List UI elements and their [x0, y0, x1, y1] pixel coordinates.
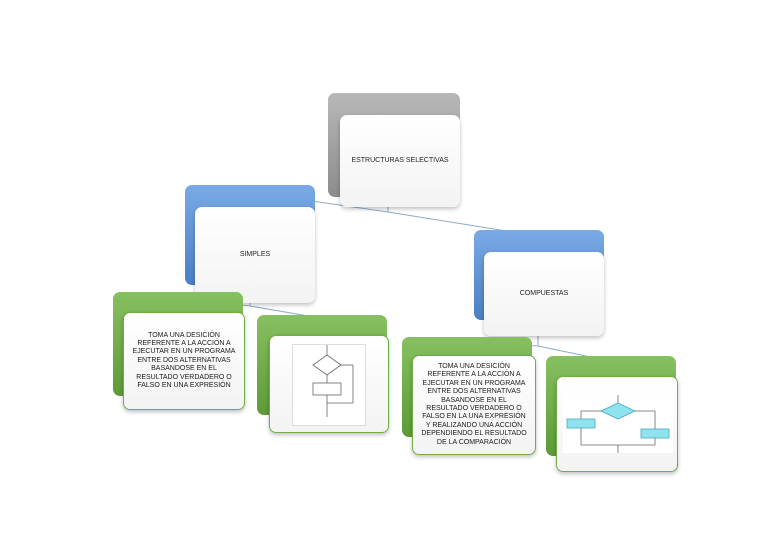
- simples-flowchart-image: [292, 344, 366, 426]
- compuestas-node-label: COMPUESTAS: [519, 289, 569, 297]
- simple-if-flowchart-icon: [312, 345, 354, 417]
- if-else-flowchart-icon: [566, 395, 670, 453]
- compuestas-node-box: COMPUESTAS: [484, 252, 604, 336]
- root-node-box: ESTRUCTURAS SELECTIVAS: [340, 115, 460, 207]
- simples-node-label: SIMPLES: [239, 250, 271, 258]
- compuestas-flowchart-image: [563, 393, 673, 453]
- compuestas-description-text: TOMA UNA DESICIÓN REFERENTE A LA ACCIÓN …: [421, 363, 527, 446]
- compuestas-description-node: TOMA UNA DESICIÓN REFERENTE A LA ACCIÓN …: [402, 337, 538, 459]
- simples-node-box: SIMPLES: [195, 207, 315, 303]
- compuestas-node: COMPUESTAS: [474, 230, 608, 338]
- simples-node: SIMPLES: [185, 185, 319, 307]
- simples-flowchart-box: [269, 335, 389, 433]
- simples-description-node: TOMA UNA DESICIÓN REFERENTE A LA ACCIÓN …: [113, 292, 248, 414]
- simples-description-text: TOMA UNA DESICIÓN REFERENTE A LA ACCIÓN …: [132, 331, 236, 389]
- simples-flowchart-node: [257, 315, 391, 437]
- root-node-label: ESTRUCTURAS SELECTIVAS: [351, 156, 449, 164]
- compuestas-flowchart-box: [556, 376, 678, 472]
- compuestas-flowchart-node: [546, 356, 680, 476]
- simples-description-box: TOMA UNA DESICIÓN REFERENTE A LA ACCIÓN …: [123, 312, 245, 410]
- root-node: ESTRUCTURAS SELECTIVAS: [328, 93, 464, 211]
- compuestas-description-box: TOMA UNA DESICIÓN REFERENTE A LA ACCIÓN …: [412, 355, 536, 455]
